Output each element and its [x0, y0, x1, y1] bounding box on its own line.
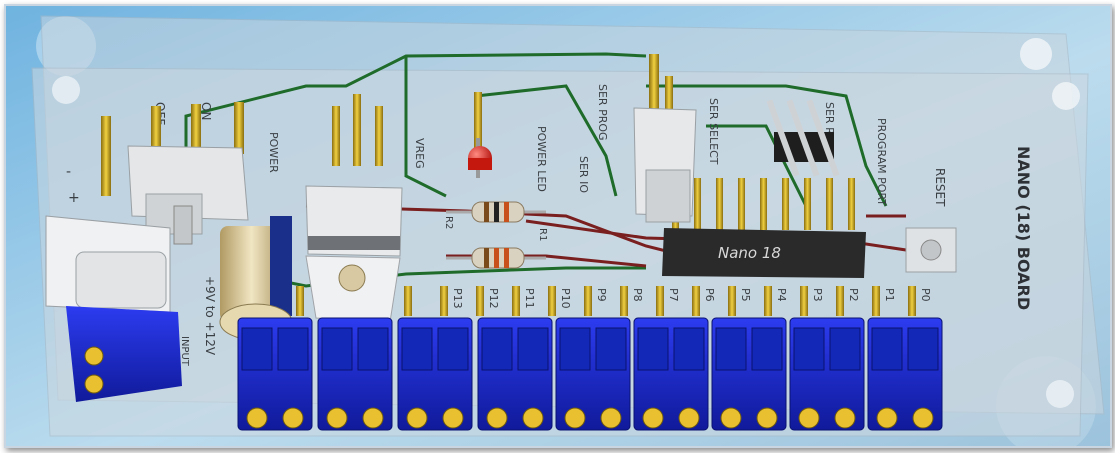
pin-label: P6 — [703, 288, 716, 302]
pin-label: P5 — [739, 288, 752, 302]
pin-label: P9 — [595, 288, 608, 302]
microcontroller-chip: Nano 18 — [662, 228, 866, 278]
mounting-hole — [1020, 38, 1052, 70]
pin-label: P12 — [487, 288, 500, 309]
screw-terminal-block — [237, 317, 313, 431]
screw-terminal-block — [789, 317, 865, 431]
render-frame: NANO (18) BOARD RESET PROGRAM PORT SER P… — [4, 4, 1112, 448]
dc-power-jack — [45, 215, 171, 313]
screw-terminal-block — [867, 317, 943, 431]
screw-terminal-block — [397, 317, 473, 431]
program-port-label: PROGRAM PORT — [875, 118, 888, 206]
pin-label-row: P13 P12 P11 P10 P9 P8 P7 P6 P5 P4 P3 P2 P1 P0 — [451, 288, 932, 309]
screw-terminal-blocks — [237, 317, 943, 431]
power-led — [468, 138, 492, 178]
mounting-hole — [1046, 380, 1074, 408]
screw-terminal-block — [633, 317, 709, 431]
ser-select-label: SER SELECT — [707, 98, 720, 165]
pin-label: P3 — [811, 288, 824, 302]
resistor-label-r2: R2 — [443, 216, 454, 229]
polarity-minus-label: - — [66, 164, 71, 180]
pin-label: P13 — [451, 288, 464, 309]
screw-terminal-block — [317, 317, 393, 431]
resistor-r1 — [446, 247, 546, 269]
input-voltage-label: +9V to +12V — [203, 276, 217, 356]
pcb-3d-render: NANO (18) BOARD RESET PROGRAM PORT SER P… — [6, 6, 1110, 446]
reset-label: RESET — [933, 168, 947, 207]
resistor-label-r1: R1 — [537, 228, 548, 241]
ser-prog-label: SER PROG — [596, 84, 609, 141]
vreg-label: VREG — [413, 138, 426, 169]
dc-input-label: INPUT — [179, 336, 190, 367]
screw-terminal-block — [555, 317, 631, 431]
reset-button[interactable] — [905, 227, 957, 273]
on-label: ON — [199, 102, 213, 120]
screw-terminal-block — [711, 317, 787, 431]
pin-label: P0 — [919, 288, 932, 302]
pin-label: P4 — [775, 288, 788, 302]
power-switch-label: POWER — [267, 132, 280, 173]
input-screw-terminal — [66, 306, 182, 402]
pin-label: P7 — [667, 288, 680, 302]
screw-terminal-block — [477, 317, 553, 431]
resistor-r2 — [446, 201, 546, 223]
serial-select-switch[interactable] — [633, 107, 697, 223]
pin-label: P2 — [847, 288, 860, 302]
top-gold-pins — [101, 54, 673, 196]
ser-io-label: SER IO — [577, 156, 590, 193]
pin-label: P11 — [523, 288, 536, 309]
power-led-label: POWER LED — [535, 126, 548, 192]
pin-label: P8 — [631, 288, 644, 302]
pin-label: P1 — [883, 288, 896, 302]
chip-label: Nano 18 — [718, 244, 781, 262]
mounting-hole — [1052, 82, 1080, 110]
program-port-header[interactable] — [766, 99, 840, 177]
mounting-hole — [52, 76, 80, 104]
pin-label: P10 — [559, 288, 572, 309]
voltage-regulator — [305, 185, 403, 323]
polarity-plus-label: + — [68, 190, 80, 206]
board-title-label: NANO (18) BOARD — [1014, 146, 1033, 310]
